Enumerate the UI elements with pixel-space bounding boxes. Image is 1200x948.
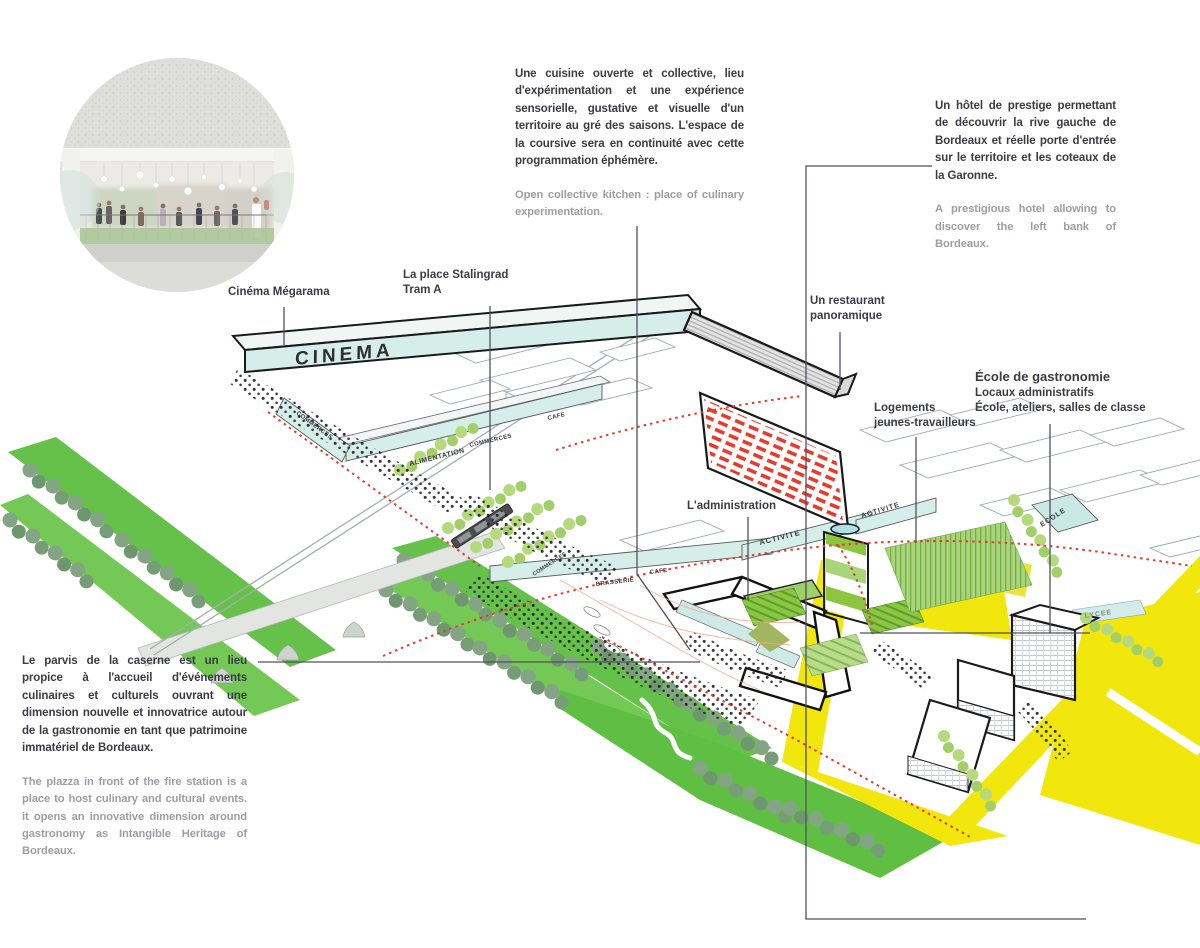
rail-bridge: [137, 316, 671, 684]
terraced-tower: [823, 523, 869, 626]
annotation-parvis: Le parvis de la caserne est un lieu prop…: [22, 653, 247, 861]
label-logements-line1: Logements: [874, 402, 936, 414]
map-label-lycee: LYCEE: [1084, 609, 1112, 620]
annotation-hotel: Un hôtel de prestige permettant de décou…: [935, 98, 1116, 253]
garden-plots: [741, 521, 1033, 677]
label-administration: L'administration: [687, 499, 776, 514]
inset-photo: [60, 58, 294, 292]
label-administration-text: L'administration: [687, 500, 776, 512]
label-stalingrad-line2: Tram A: [403, 283, 442, 296]
map-label-commerces: COMMERCES: [469, 433, 513, 449]
map-label-brasserie: BRASSERIE: [596, 577, 635, 588]
label-logements-line2: jeunes-travailleurs: [874, 416, 976, 429]
label-restaurant-line2: panoramique: [810, 309, 883, 322]
leader-hotel: [805, 165, 1086, 920]
crowds: [230, 368, 1072, 762]
label-logements: Logements jeunes-travailleurs: [874, 401, 976, 431]
annotation-parvis-en: The plazza in front of the fire station …: [22, 775, 247, 858]
label-restaurant-panoramique: Un restaurant panoramique: [810, 294, 885, 324]
label-ecole-line3: École, ateliers, salles de classe: [975, 401, 1146, 414]
label-ecole-title: École de gastronomie: [975, 369, 1111, 384]
annotation-parvis-fr: Le parvis de la caserne est un lieu prop…: [22, 655, 247, 755]
label-cinema-megarama-text: Cinéma Mégarama: [228, 286, 330, 298]
label-ecole-line2: Locaux administratifs: [975, 386, 1094, 399]
label-stalingrad-line1: La place Stalingrad: [403, 269, 509, 281]
annotation-kitchen-fr: Une cuisine ouverte et collective, lieu …: [515, 68, 744, 168]
leader-ecole: [860, 424, 1090, 634]
annotation-hotel-fr: Un hôtel de prestige permettant de décou…: [935, 100, 1116, 182]
leader-kitchen: [636, 226, 691, 651]
flow-lines: [559, 579, 801, 691]
annotation-hotel-en: A prestigious hotel allowing to discover…: [935, 203, 1116, 251]
label-place-stalingrad: La place Stalingrad Tram A: [403, 268, 508, 298]
label-ecole-gastronomie: École de gastronomie Locaux administrati…: [975, 369, 1146, 416]
label-restaurant-line1: Un restaurant: [810, 295, 885, 307]
annotation-kitchen-en: Open collective kitchen : place of culin…: [515, 188, 744, 219]
annotation-kitchen: Une cuisine ouverte et collective, lieu …: [515, 66, 744, 222]
label-cinema-megarama: Cinéma Mégarama: [228, 285, 330, 300]
map-label-cafe-2: CAFE: [650, 568, 669, 576]
map-label-cafe-1: CAFE: [547, 412, 566, 422]
pendant-lights: [100, 163, 258, 196]
leader-lines: [258, 165, 1090, 920]
panoramic-restaurant-bar: [682, 310, 858, 399]
tram-routes: [267, 395, 1193, 839]
